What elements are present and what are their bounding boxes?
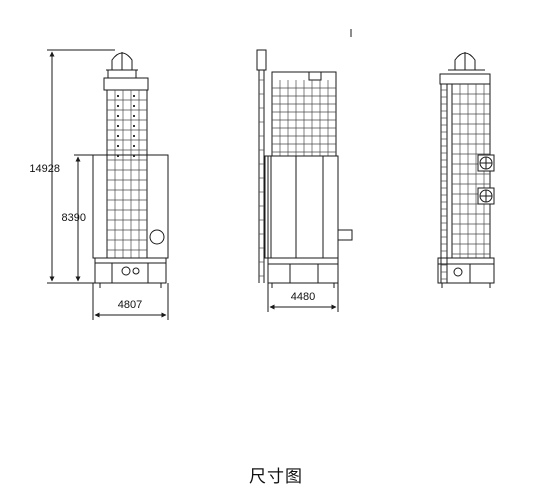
side-outlet-pipe	[337, 229, 353, 241]
drawing-caption: 尺寸图	[249, 467, 303, 487]
side-lower-body	[267, 155, 339, 259]
right-view	[437, 52, 495, 288]
front-lower-body	[92, 154, 169, 259]
front-tower	[106, 89, 148, 259]
lower-height-label: 8390	[62, 212, 86, 224]
total-height-label: 14928	[29, 163, 60, 175]
side-elevator-head	[256, 49, 267, 71]
side-base-frame	[267, 257, 339, 284]
front-base-frame	[94, 257, 167, 284]
front-height-dims	[47, 49, 115, 284]
front-width-label: 4807	[118, 299, 142, 311]
front-width-dim	[92, 283, 169, 320]
side-width-label: 4480	[291, 291, 315, 303]
side-width-dim	[267, 283, 339, 312]
side-view	[256, 49, 353, 288]
front-round-port	[149, 229, 165, 245]
right-base-frame	[437, 257, 495, 284]
front-view	[92, 52, 169, 288]
front-top-box	[103, 77, 149, 91]
